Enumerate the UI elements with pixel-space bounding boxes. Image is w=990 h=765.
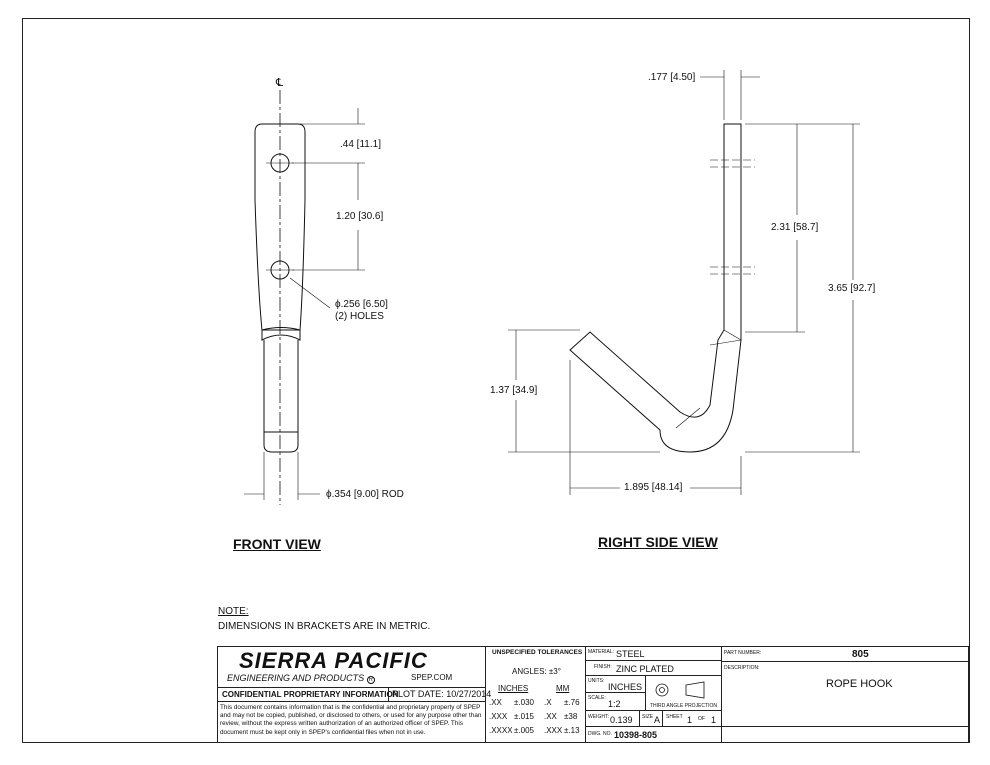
dwg-no: 10398-805	[614, 730, 658, 740]
side-dim-hook-height: 1.37 [34.9]	[490, 385, 538, 396]
tolerances-block: UNSPECIFIED TOLERANCES ANGLES: ±3° INCHE…	[485, 646, 586, 743]
scale-cell: SCALE: 1:2	[585, 692, 646, 711]
sheet-cell: SHEET 1 OF 1	[662, 710, 722, 727]
weight-cell: WEIGHT: 0.139	[585, 710, 640, 727]
description-cell: DESCRIPTION: ROPE HOOK	[721, 661, 970, 727]
material-cell: MATERIAL: STEEL	[585, 646, 722, 661]
side-dim-width: 1.895 [48.14]	[624, 482, 683, 493]
plot-date-cell: PLOT DATE: 10/27/2014	[388, 687, 491, 702]
weight-value: 0.139	[610, 715, 633, 725]
tol-row: .XXX	[489, 712, 508, 721]
side-dim-thickness: .177 [4.50]	[648, 72, 696, 83]
centerline-symbol: ℄	[276, 77, 284, 89]
note-heading: NOTE:	[218, 606, 249, 617]
company-name: SIERRA PACIFIC	[239, 648, 428, 673]
blank-cell	[721, 726, 970, 743]
side-dim-upper: 2.31 [58.7]	[771, 222, 819, 233]
part-number: 805	[852, 649, 869, 660]
description: ROPE HOOK	[826, 678, 893, 690]
side-view-hook	[569, 123, 742, 453]
part-number-cell: PART NUMBER: 805	[721, 646, 970, 662]
company-sub: ENGINEERING AND PRODUCTS R	[227, 673, 376, 684]
front-view-label: FRONT VIEW	[233, 536, 321, 552]
plot-date: 10/27/2014	[446, 689, 492, 699]
size-value: A	[654, 715, 661, 725]
front-view-rod	[263, 340, 299, 453]
title-block: SIERRA PACIFIC ENGINEERING AND PRODUCTS …	[217, 646, 970, 743]
tol-row: .XX	[489, 698, 502, 707]
units-cell: UNITS: INCHES	[585, 675, 646, 693]
scale-value: 1:2	[608, 699, 621, 709]
note-text: DIMENSIONS IN BRACKETS ARE IN METRIC.	[218, 621, 431, 632]
front-hole-note: (2) HOLES	[335, 311, 384, 322]
projection-cell: THIRD ANGLE PROJECTION	[645, 675, 722, 711]
registered-mark: R	[366, 676, 376, 684]
size-cell: SIZE A	[639, 710, 663, 727]
side-view-label: RIGHT SIDE VIEW	[598, 534, 718, 550]
front-dim-hole: ϕ.256 [6.50]	[335, 299, 388, 310]
tol-row: .XXXX	[489, 726, 513, 735]
front-dim-spacing: 1.20 [30.6]	[336, 211, 384, 222]
finish-cell: FINISH: ZINC PLATED	[585, 660, 722, 676]
front-dim-top: .44 [11.1]	[340, 139, 381, 150]
units-value: INCHES	[608, 682, 643, 692]
company-block: SIERRA PACIFIC ENGINEERING AND PRODUCTS …	[217, 646, 486, 687]
front-view-neck	[261, 327, 301, 341]
confidential-heading-cell: CONFIDENTIAL PROPRIETARY INFORMATION	[217, 687, 398, 702]
finish-value: ZINC PLATED	[616, 664, 674, 674]
dwg-no-cell: DWG. NO. 10398-805	[585, 726, 722, 743]
confidential-text: This document contains information that …	[220, 704, 482, 736]
company-website: SPEP.COM	[411, 673, 453, 682]
side-dim-overall: 3.65 [92.7]	[828, 283, 876, 294]
third-angle-projection-icon	[655, 681, 705, 699]
material-value: STEEL	[616, 649, 645, 659]
front-dim-rod: ϕ.354 [9.00] ROD	[326, 489, 404, 500]
